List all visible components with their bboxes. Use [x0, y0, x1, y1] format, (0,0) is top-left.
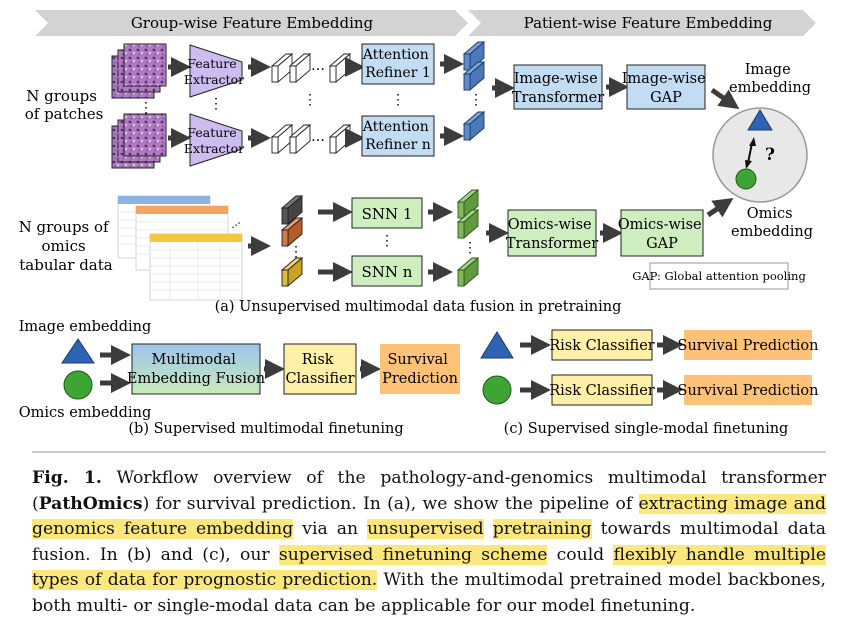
highlight-finetuning: supervised finetuning scheme: [278, 544, 548, 565]
attention-refiner-1: Attention Refiner 1: [361, 43, 435, 85]
highlight-unsupervised: unsupervised: [367, 519, 484, 540]
svg-text:Risk Classifier: Risk Classifier: [285, 352, 354, 387]
svg-text:⋯: ⋯: [228, 217, 244, 234]
image-triangle-b-icon: [61, 338, 95, 364]
highlight-pretraining: pretraining: [492, 519, 592, 540]
snn-n: SNN n: [351, 255, 423, 287]
svg-text:Risk Classifier: Risk Classifier: [549, 338, 655, 354]
svg-text:SNN 1: SNN 1: [362, 205, 413, 223]
svg-text:…: …: [311, 58, 325, 74]
svg-text:⋮: ⋮: [391, 92, 405, 108]
svg-text:Feature Extractor: Feature Extractor: [184, 125, 244, 156]
svg-text:Risk Classifier: Risk Classifier: [549, 383, 655, 399]
omics-group-vectors: [280, 195, 304, 287]
omics-tables: ⋯: [117, 195, 244, 301]
risk-classifier-c-image: Risk Classifier: [549, 329, 655, 361]
image-wise-gap: Image-wise GAP: [622, 64, 711, 110]
patch-stack-bottom: [111, 113, 167, 169]
omics-embedding-b-label: Omics embedding: [19, 405, 151, 421]
survival-prediction-c-omics: Survival Prediction: [678, 375, 819, 405]
banner-patient-wise: Patient-wise Feature Embedding: [468, 10, 816, 36]
refined-image-embeddings: [462, 41, 486, 141]
omics-wise-gap: Omics-wise GAP: [618, 209, 706, 257]
svg-text:⋮: ⋮: [463, 240, 477, 256]
svg-text:…: …: [311, 129, 325, 145]
svg-text:Omics-wise GAP: Omics-wise GAP: [618, 217, 706, 252]
snn-1: SNN 1: [351, 197, 423, 229]
svg-text:⋮: ⋮: [303, 92, 317, 108]
gap-legend: GAP: Global attention pooling: [632, 262, 806, 290]
image-wise-transformer: Image-wise Transformer: [512, 64, 604, 110]
omics-circle-icon: [735, 168, 757, 190]
patch-stack-top: [111, 43, 167, 99]
svg-text:⋮: ⋮: [209, 96, 223, 112]
refined-omics-embeddings: [456, 189, 480, 287]
svg-text:⋮: ⋮: [139, 100, 153, 116]
caption-b: (b) Supervised multimodal finetuning: [128, 421, 403, 437]
image-embedding-label: Image embedding: [729, 62, 811, 96]
svg-text:Omics-wise Transformer: Omics-wise Transformer: [506, 217, 598, 252]
groups-of-patches-label: N groups of patches: [25, 87, 104, 123]
risk-classifier-b: Risk Classifier: [283, 343, 357, 395]
workflow-figure: Group-wise Feature Embedding Patient-wis…: [19, 10, 826, 453]
caption-c: (c) Supervised single-modal finetuning: [504, 421, 789, 437]
svg-text:⋮: ⋮: [380, 233, 394, 249]
survival-prediction-c-image: Survival Prediction: [678, 330, 819, 360]
svg-text:⋮: ⋮: [469, 92, 483, 108]
feature-extractor-bottom: Feature Extractor: [184, 113, 244, 167]
caption-a: (a) Unsupervised multimodal data fusion …: [215, 299, 622, 315]
multimodal-embedding-fusion: Multimodal Embedding Fusion: [127, 343, 265, 395]
svg-text:GAP: Global attention pooling: GAP: Global attention pooling: [632, 269, 806, 283]
attention-refiner-n: Attention Refiner n: [361, 115, 435, 157]
risk-classifier-c-omics: Risk Classifier: [549, 374, 655, 406]
omics-table-front: [149, 233, 243, 301]
svg-text:Image-wise Transformer: Image-wise Transformer: [512, 71, 604, 106]
feature-extractor-top: Feature Extractor: [184, 44, 244, 98]
image-triangle-icon: [747, 109, 773, 131]
banner-patient-wise-label: Patient-wise Feature Embedding: [524, 14, 773, 32]
question-mark: ?: [765, 145, 775, 165]
svg-text:SNN n: SNN n: [362, 263, 413, 281]
figure-label: Fig. 1.: [32, 468, 102, 488]
model-name: PathOmics: [38, 493, 143, 514]
svg-text:Image-wise GAP: Image-wise GAP: [622, 71, 711, 106]
omics-circle-c-icon: [482, 375, 512, 405]
survival-prediction-b: Survival Prediction: [380, 344, 460, 394]
svg-text:Feature Extractor: Feature Extractor: [184, 56, 244, 87]
image-triangle-c-icon: [480, 331, 514, 359]
svg-text:Multimodal Embedding Fus: Multimodal Embedding Fusion: [127, 352, 265, 387]
svg-text:Survival Prediction: Survival Prediction: [382, 352, 458, 387]
figure-caption: Fig. 1. Workflow overview of the patholo…: [32, 468, 826, 616]
patch-feature-vectors: [270, 53, 352, 154]
banner-group-wise: Group-wise Feature Embedding: [35, 10, 468, 36]
image-embedding-b-label: Image embedding: [19, 319, 152, 335]
svg-text:Attention Refiner n: Attention Refiner n: [362, 119, 433, 153]
svg-text:Survival Prediction: Survival Prediction: [678, 383, 819, 399]
groups-of-omics-label: N groups of omics tabular data: [19, 218, 114, 274]
omics-circle-b-icon: [63, 370, 93, 400]
omics-wise-transformer: Omics-wise Transformer: [506, 209, 598, 257]
svg-text:⋮: ⋮: [289, 244, 303, 260]
svg-text:Survival Prediction: Survival Prediction: [678, 338, 819, 354]
omics-embedding-label: Omics embedding: [731, 206, 813, 240]
shared-latent-space: ?: [712, 107, 808, 203]
banner-group-wise-label: Group-wise Feature Embedding: [131, 14, 374, 32]
svg-text:Attention Refiner 1: Attention Refiner 1: [362, 47, 433, 81]
